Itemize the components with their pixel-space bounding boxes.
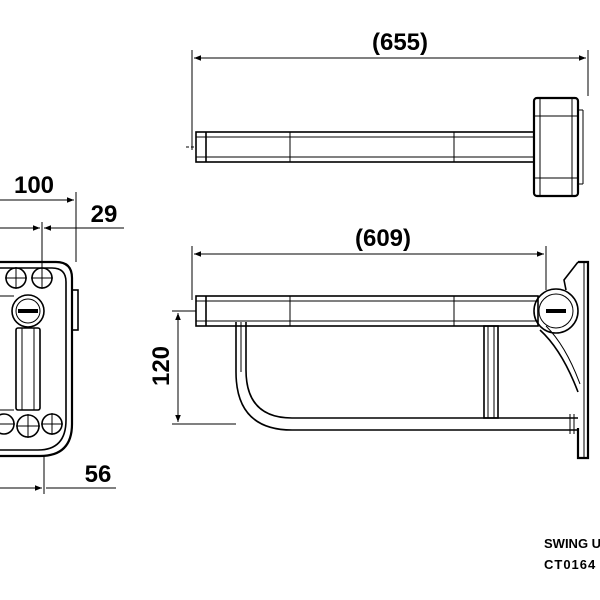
front-upper-bar <box>195 295 539 327</box>
dimension-655: (655) <box>191 29 589 150</box>
front-view: (609) <box>148 225 590 460</box>
top-view: (655) <box>186 29 589 198</box>
dimension-56-label: 56 <box>85 461 112 488</box>
front-lower-bar <box>235 322 578 434</box>
dimension-100: 100 <box>0 172 77 262</box>
dimension-609-label: (609) <box>355 225 411 252</box>
dimension-609: (609) <box>191 225 547 300</box>
dimension-100-label: 100 <box>14 172 54 199</box>
side-bottom-holes <box>0 413 63 438</box>
dimension-29: 29 <box>0 201 124 270</box>
side-outline <box>0 260 79 458</box>
dimension-120-label: 120 <box>148 346 175 386</box>
front-hinge <box>533 288 579 334</box>
dimension-655-label: (655) <box>372 29 428 56</box>
side-vertical-bar <box>15 327 41 411</box>
caption-title: SWING UP <box>544 536 600 551</box>
dimension-56: 56 <box>0 456 116 494</box>
dimension-120: 120 <box>148 310 236 425</box>
front-wall-plate <box>539 260 590 460</box>
side-hinge <box>11 294 45 328</box>
side-view: 100 29 <box>0 172 124 494</box>
front-leg <box>480 325 502 419</box>
dimension-29-label: 29 <box>91 201 118 228</box>
caption-code: CT0164 <box>544 557 596 572</box>
top-bar <box>186 131 535 163</box>
top-wall-block <box>532 96 584 198</box>
caption: SWING UP CT0164 <box>544 536 600 572</box>
side-top-holes <box>5 267 53 289</box>
